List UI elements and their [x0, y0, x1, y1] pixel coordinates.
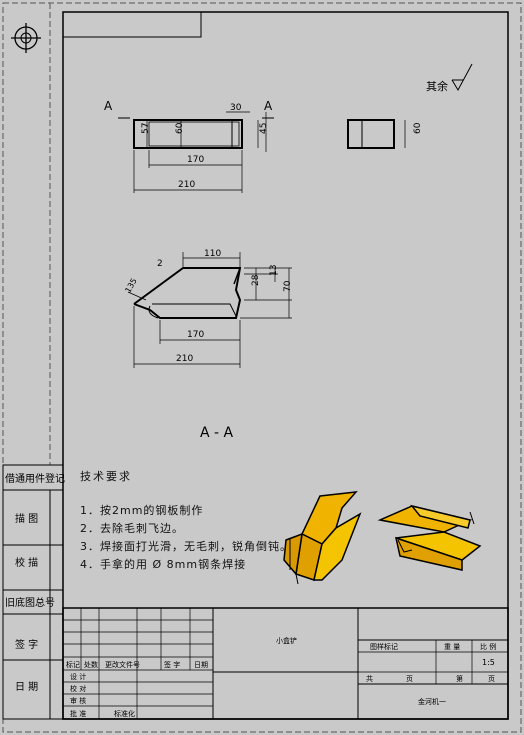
side-table [2, 464, 64, 720]
title-block [62, 607, 509, 720]
role-2: 审 核 [70, 696, 86, 705]
dim-60: 60 [175, 122, 185, 134]
dim-210-section: 210 [176, 354, 193, 364]
dim-210: 210 [178, 180, 195, 190]
roughness-symbol-icon [451, 63, 473, 92]
iso-view-left [283, 491, 362, 585]
weight-label: 重 量 [444, 643, 460, 651]
sheet-label: 第 [456, 674, 463, 683]
technical-requirements: 技术要求 1．按2mm的钢板制作 2．去除毛刺飞边。 3．焊接面打光滑，无毛刺，… [80, 468, 292, 574]
dim-70: 70 [283, 280, 293, 292]
tech-req-item-4: 4．手拿的用 Ø 8mm钢条焊接 [80, 558, 247, 571]
side-row-3: 旧底图总号 [5, 596, 55, 609]
total-label: 共 [366, 674, 373, 683]
section-title: A - A [200, 425, 234, 441]
dim-110: 110 [204, 249, 221, 259]
dim-135: 135 [123, 277, 138, 295]
tech-req-item-3: 3．焊接面打光滑，无毛刺，锐角倒钝。 [80, 540, 292, 553]
side-row-5: 日 期 [15, 681, 38, 693]
crosshair-icon [11, 23, 41, 53]
section-view [127, 252, 292, 368]
tech-req-item-1: 1．按2mm的钢板制作 [80, 504, 204, 517]
dim-170: 170 [187, 155, 204, 165]
role-1: 校 对 [70, 684, 86, 693]
tech-req-item-2: 2．去除毛刺飞边。 [80, 522, 184, 535]
rev-h-1: 处数 [84, 660, 98, 669]
side-row-2: 校 描 [15, 556, 38, 569]
dim-57: 57 [141, 123, 151, 134]
dim-30: 30 [230, 103, 242, 113]
rev-h-2: 更改文件号 [105, 660, 140, 669]
role-3: 批 准 [70, 709, 86, 718]
side-row-4: 签 字 [15, 638, 38, 651]
section-marker-a-left: A [104, 99, 113, 113]
iso-view-right [377, 504, 482, 571]
dim-13: 13 [269, 265, 279, 276]
role-0: 设 计 [70, 672, 86, 681]
scale-label: 比 例 [480, 642, 496, 651]
std-label: 标准化 [114, 709, 135, 718]
part-name: 小盒铲 [276, 636, 297, 645]
scale-value: 1:5 [482, 658, 495, 667]
dim-170-section: 170 [187, 330, 204, 340]
dim-45: 45 [259, 123, 269, 134]
rev-h-0: 标记 [66, 660, 80, 669]
org-name: 金河机一 [418, 697, 446, 706]
top-view [118, 111, 274, 193]
sheet-page: 页 [488, 675, 495, 683]
dim-28: 28 [251, 274, 261, 286]
rev-h-3: 签 字 [164, 660, 180, 669]
drawing-mark-label: 图样标记 [370, 642, 398, 651]
roughness-label: 其余 [426, 79, 448, 93]
dim-60-side: 60 [413, 122, 423, 134]
dim-2: 2 [157, 259, 163, 269]
section-marker-a-right: A [264, 99, 273, 113]
total-page: 页 [406, 675, 413, 683]
side-row-0: 借通用件登记 [5, 472, 65, 485]
rev-h-4: 日期 [194, 661, 208, 669]
side-view [347, 119, 406, 149]
side-row-1: 描 图 [15, 512, 38, 525]
tech-req-title: 技术要求 [80, 470, 132, 483]
